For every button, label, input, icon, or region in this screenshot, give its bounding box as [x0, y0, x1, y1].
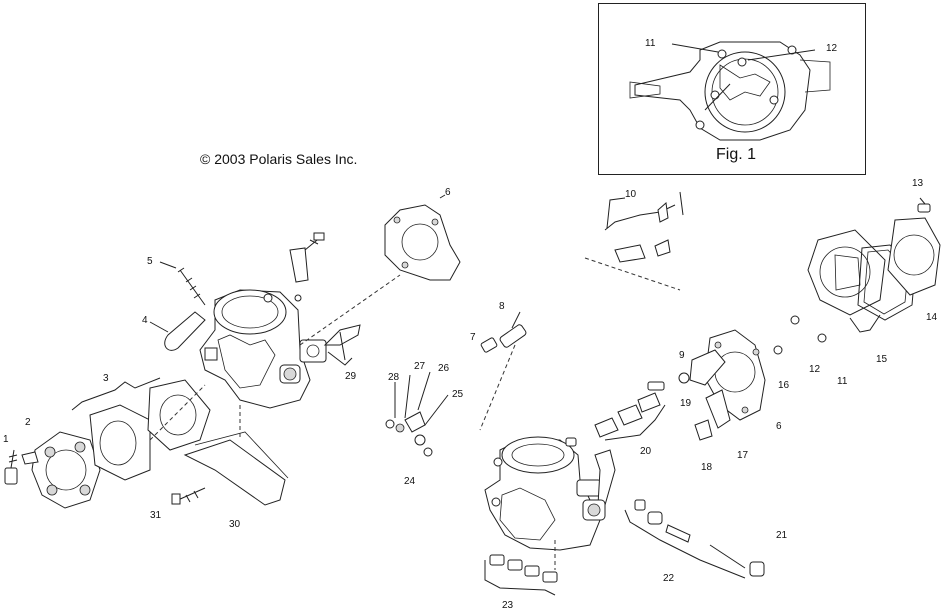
callout-30: 30 — [229, 519, 241, 530]
callout-3: 3 — [103, 373, 109, 384]
callout-13: 13 — [912, 178, 924, 189]
callout-23: 23 — [502, 600, 514, 611]
callout-9: 9 — [679, 350, 685, 361]
part-16-screw — [773, 345, 783, 355]
part-12-11-screws — [790, 315, 827, 343]
callout-12a: 12 — [809, 364, 821, 375]
callout-15: 15 — [876, 354, 888, 365]
part-10-bracket — [584, 191, 684, 291]
part-14-cover-plate — [887, 217, 941, 296]
part-23-screw-row — [484, 540, 558, 596]
callout-5: 5 — [147, 256, 153, 267]
callout-29: 29 — [345, 371, 357, 382]
callout-31: 31 — [150, 510, 162, 521]
callout-2: 2 — [25, 417, 31, 428]
callout-11: 11 — [837, 376, 848, 387]
fig-callout-11: 11 — [645, 38, 656, 49]
part-17-18-plates — [694, 389, 731, 441]
callout-6-top: 6 — [445, 187, 451, 198]
part-13-screw — [917, 197, 931, 213]
part-1-screw — [4, 449, 18, 485]
parts-24-28-spring-cluster — [385, 371, 449, 457]
part-8-nozzle — [499, 311, 527, 348]
callout-14: 14 — [926, 312, 938, 323]
part-31-screw — [171, 487, 206, 505]
callout-27: 27 — [414, 361, 426, 372]
left-carburetor-body — [199, 274, 401, 409]
figure-caption: Fig. 1 — [716, 146, 757, 163]
right-carburetor-body — [484, 436, 616, 551]
part-19-lever — [678, 349, 726, 386]
part-2-pump-cover — [21, 431, 101, 509]
figure-1-inset — [598, 3, 866, 175]
callout-18: 18 — [701, 462, 713, 473]
callout-25: 25 — [452, 389, 464, 400]
fig-callout-12: 12 — [826, 43, 838, 54]
part-15-diaphragm — [807, 229, 886, 333]
part-21-cap — [749, 561, 765, 577]
copyright-notice: © 2003 Polaris Sales Inc. — [200, 151, 358, 167]
callout-26: 26 — [438, 363, 450, 374]
callout-7: 7 — [470, 332, 476, 343]
callout-8: 8 — [499, 301, 505, 312]
part-3-gasket-set — [71, 377, 211, 481]
part-20-gasket-set — [594, 381, 666, 441]
callout-19: 19 — [680, 398, 692, 409]
part-7-jet — [480, 337, 498, 353]
callout-16: 16 — [778, 380, 790, 391]
part-30-mounting-bracket — [183, 405, 289, 506]
part-4-clip — [149, 311, 206, 351]
callout-21: 21 — [776, 530, 788, 541]
part-14-gasket — [857, 244, 916, 321]
callout-17: 17 — [737, 450, 749, 461]
fig1-gasket-plate-drawing — [629, 41, 831, 141]
callout-10: 10 — [625, 189, 637, 200]
callout-1: 1 — [3, 434, 9, 445]
callout-6-right: 6 — [776, 421, 782, 432]
part-5-screw — [159, 261, 206, 306]
part-29-link — [323, 324, 361, 366]
callout-28: 28 — [388, 372, 400, 383]
callout-24: 24 — [404, 476, 416, 487]
throttle-bracket — [289, 232, 325, 283]
part-22-adjuster-screw-set — [624, 499, 746, 579]
callout-4: 4 — [142, 315, 148, 326]
part-6-diaphragm-cover-upper — [384, 194, 461, 281]
callout-22: 22 — [663, 573, 675, 584]
callout-20: 20 — [640, 446, 652, 457]
